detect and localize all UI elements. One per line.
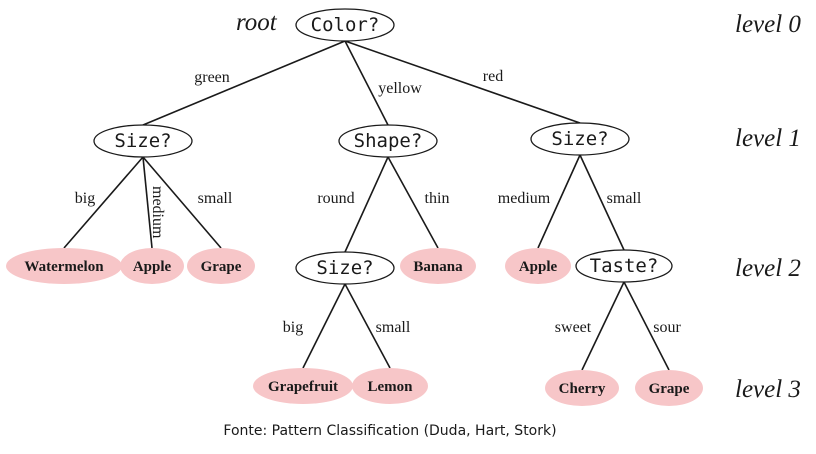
edge-label-green: green bbox=[194, 69, 230, 86]
node-ellipse bbox=[530, 122, 630, 156]
node-ellipse bbox=[338, 124, 438, 158]
edge-size2-apple2 bbox=[537, 154, 581, 249]
node-ellipse bbox=[295, 8, 395, 42]
edge-size1-apple1 bbox=[142, 156, 153, 249]
edge-color-shape bbox=[344, 40, 389, 126]
edge-taste-cherry bbox=[581, 281, 625, 371]
node-label: Lemon bbox=[368, 379, 414, 395]
question-node-taste: Taste? bbox=[575, 249, 673, 283]
edge-label-yellow: yellow bbox=[378, 80, 422, 97]
edge-label-round: round bbox=[317, 190, 354, 207]
node-ellipse bbox=[295, 251, 395, 285]
level-3-label: level 3 bbox=[735, 376, 801, 403]
leaf-node-banana: Banana bbox=[400, 248, 476, 284]
edge-label-small: small bbox=[198, 190, 233, 207]
node-ellipse bbox=[253, 368, 353, 404]
edge-taste-grape2 bbox=[623, 281, 670, 371]
node-label: Apple bbox=[519, 259, 558, 275]
node-label: Shape? bbox=[354, 130, 423, 152]
question-node-shape: Shape? bbox=[338, 124, 438, 158]
node-ellipse bbox=[120, 248, 184, 284]
node-ellipse bbox=[545, 370, 619, 406]
node-label: Apple bbox=[133, 259, 172, 275]
node-label: Cherry bbox=[559, 381, 606, 397]
leaf-node-grape2: Grape bbox=[635, 370, 703, 406]
node-ellipse bbox=[635, 370, 703, 406]
edge-shape-size3 bbox=[344, 156, 389, 253]
edge-labels-layer: green yellow red big medium small round thin med… bbox=[75, 68, 682, 336]
edge-label-big: big bbox=[75, 190, 95, 207]
leaf-node-watermelon: Watermelon bbox=[6, 248, 122, 284]
node-ellipse bbox=[575, 249, 673, 283]
leaf-node-apple1: Apple bbox=[120, 248, 184, 284]
node-ellipse bbox=[93, 124, 193, 158]
level-0-label: level 0 bbox=[735, 11, 801, 38]
edge-label-medium: medium bbox=[498, 190, 551, 207]
node-label: Grape bbox=[649, 381, 690, 397]
leaf-node-grape1: Grape bbox=[187, 248, 255, 284]
edge-label-sweet: sweet bbox=[555, 319, 592, 336]
question-node-size3: Size? bbox=[295, 251, 395, 285]
leaf-node-apple2: Apple bbox=[505, 248, 571, 284]
edge-size3-lemon bbox=[344, 283, 391, 369]
node-ellipse bbox=[6, 248, 122, 284]
figure-caption: Fonte: Pattern Classification (Duda, Har… bbox=[223, 423, 557, 439]
node-label: Watermelon bbox=[24, 259, 104, 275]
question-node-size1: Size? bbox=[93, 124, 193, 158]
leaf-node-lemon: Lemon bbox=[352, 368, 428, 404]
level-1-label: level 1 bbox=[735, 125, 801, 152]
edge-label-big: big bbox=[283, 319, 303, 336]
node-label: Grapefruit bbox=[268, 379, 338, 395]
node-label: Size? bbox=[551, 128, 608, 150]
edge-label-small: small bbox=[376, 319, 411, 336]
node-label: Size? bbox=[114, 130, 171, 152]
node-label: Banana bbox=[413, 259, 463, 275]
root-label: root bbox=[236, 9, 278, 36]
edge-label-red: red bbox=[483, 68, 503, 85]
edge-label-medium: medium bbox=[149, 186, 166, 239]
node-label: Grape bbox=[201, 259, 242, 275]
edge-size1-grape1 bbox=[142, 156, 222, 249]
node-ellipse bbox=[187, 248, 255, 284]
edge-shape-banana bbox=[387, 156, 439, 249]
question-node-size2: Size? bbox=[530, 122, 630, 156]
edges-layer bbox=[63, 40, 670, 371]
edge-size1-watermelon bbox=[63, 156, 144, 249]
edge-size2-taste bbox=[579, 154, 625, 251]
node-ellipse bbox=[505, 248, 571, 284]
node-label: Color? bbox=[311, 14, 380, 36]
edge-label-sour: sour bbox=[653, 319, 681, 336]
level-2-label: level 2 bbox=[735, 255, 801, 282]
node-ellipse bbox=[400, 248, 476, 284]
edge-color-size1 bbox=[142, 40, 346, 126]
edge-label-thin: thin bbox=[425, 190, 450, 207]
edge-color-size2 bbox=[344, 40, 581, 124]
edge-label-small: small bbox=[607, 190, 642, 207]
edge-size3-grapefruit bbox=[302, 283, 346, 369]
leaf-node-grapefruit: Grapefruit bbox=[253, 368, 353, 404]
node-label: Taste? bbox=[590, 255, 659, 277]
leaf-node-cherry: Cherry bbox=[545, 370, 619, 406]
node-label: Size? bbox=[316, 257, 373, 279]
node-ellipse bbox=[352, 368, 428, 404]
question-node-color: Color? bbox=[295, 8, 395, 42]
